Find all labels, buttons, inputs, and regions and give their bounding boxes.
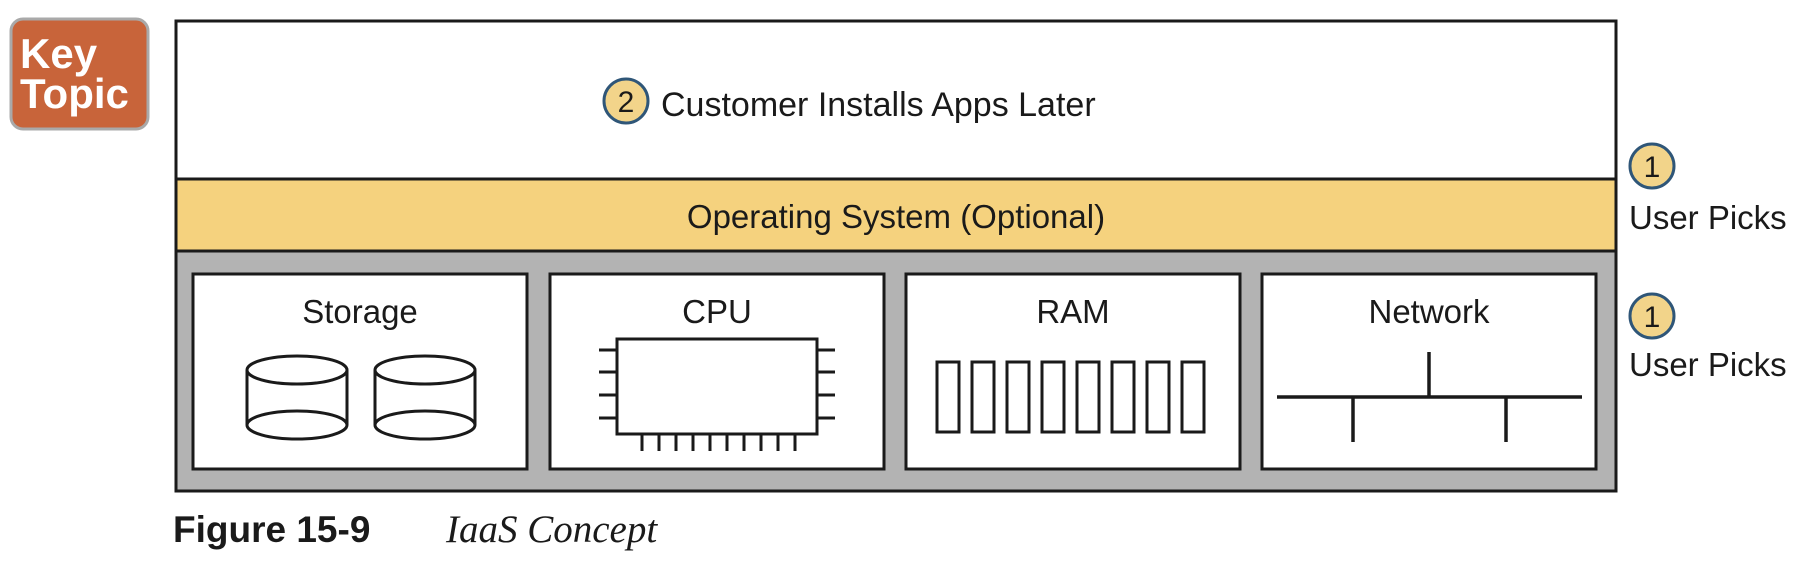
ram-panel: RAM: [904, 272, 1242, 471]
apps-step-number: 2: [618, 86, 635, 119]
apps-step-badge-icon: [602, 77, 650, 125]
cpu-label: CPU: [682, 293, 752, 330]
figure-title: IaaS Concept: [445, 508, 658, 551]
figure-caption: Figure 15-9 IaaS Concept: [173, 508, 658, 551]
figure-number: Figure 15-9: [173, 509, 370, 550]
key-topic-line1: Key: [20, 30, 98, 77]
hardware-side-label: User Picks: [1629, 346, 1787, 383]
cpu-panel: CPU: [548, 272, 886, 471]
ram-label: RAM: [1036, 293, 1109, 330]
ram-modules-icon: [935, 360, 1206, 434]
network-panel: Network: [1260, 272, 1598, 471]
apps-layer: 2 Customer Installs Apps Later: [174, 19, 1618, 181]
ram-box: [904, 272, 1242, 471]
key-topic-badge: Key Topic: [9, 17, 150, 131]
os-step-number: 1: [1644, 151, 1661, 184]
hardware-step-number: 1: [1644, 301, 1661, 334]
side-note-os: 1 User Picks: [1628, 142, 1787, 236]
network-label: Network: [1368, 293, 1490, 330]
side-note-hardware: 1 User Picks: [1628, 292, 1787, 383]
storage-panel: Storage: [191, 272, 529, 471]
os-step-badge-icon: [1628, 142, 1676, 190]
os-layer: Operating System (Optional): [174, 177, 1618, 253]
disk-icon: [373, 354, 477, 441]
storage-label: Storage: [302, 293, 418, 330]
os-side-label: User Picks: [1629, 199, 1787, 236]
disk-icon: [245, 354, 349, 441]
hardware-layer: Storage CPU: [174, 249, 1618, 493]
os-layer-label: Operating System (Optional): [687, 198, 1105, 235]
network-bus-icon: [1277, 352, 1582, 442]
apps-layer-label: Customer Installs Apps Later: [661, 86, 1096, 124]
hardware-step-badge-icon: [1628, 292, 1676, 340]
cpu-chip-icon: [599, 337, 835, 451]
key-topic-line2: Topic: [20, 70, 129, 117]
key-topic-background: [9, 17, 150, 131]
